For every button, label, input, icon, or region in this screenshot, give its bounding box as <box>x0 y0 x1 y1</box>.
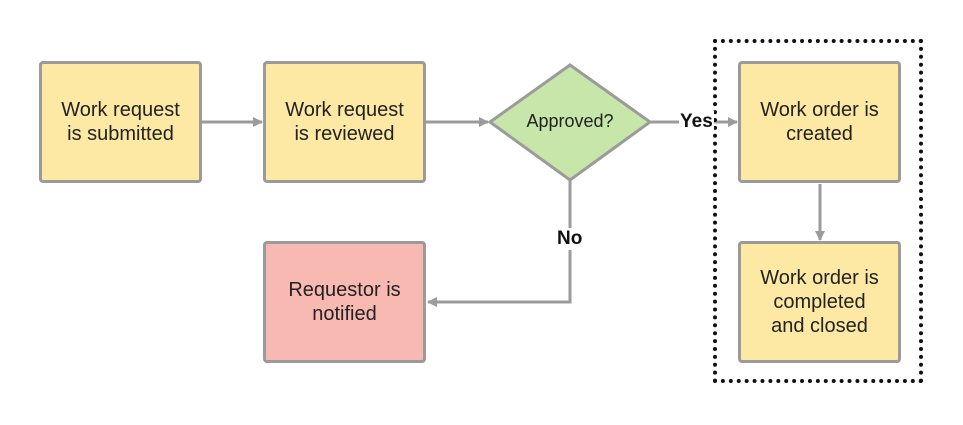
node-requestor-notified: Requestor is notified <box>263 241 426 363</box>
node-work-request-submitted: Work request is submitted <box>39 61 202 183</box>
node-label: Work request is submitted <box>61 99 180 145</box>
edge-label-no: No <box>555 228 585 250</box>
decision-approved-label: Approved? <box>526 111 614 131</box>
node-work-order-created: Work order is created <box>738 61 901 183</box>
node-work-request-reviewed: Work request is reviewed <box>263 61 426 183</box>
node-work-order-completed: Work order is completed and closed <box>738 241 901 363</box>
node-label: Requestor is notified <box>288 279 401 325</box>
node-label: Work request is reviewed <box>285 99 404 145</box>
node-label: Work order is created <box>760 99 879 145</box>
arrow-no-to-notified <box>427 180 572 307</box>
work-order-group-boundary <box>713 39 923 383</box>
node-label: Work order is completed and closed <box>760 267 879 337</box>
edge-label-yes: Yes <box>679 111 714 133</box>
